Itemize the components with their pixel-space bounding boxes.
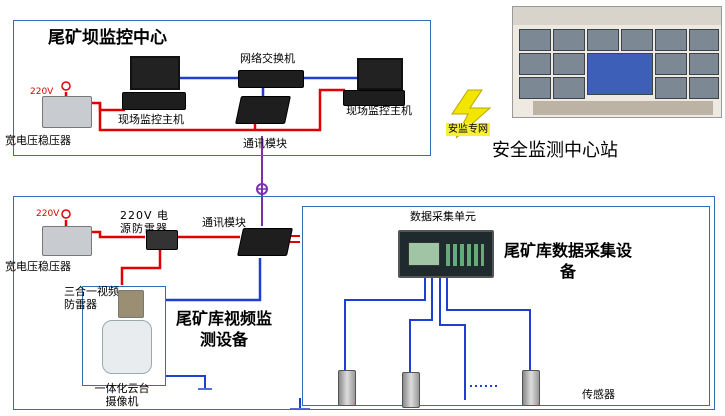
top-stabilizer-label: 宽电压稳压器 [5,134,71,147]
surge-protector [146,230,178,250]
monitoring-center-photo [512,6,722,118]
control-center-panel [13,20,431,156]
acquisition-panel [302,206,710,406]
right-host-label: 现场监控主机 [346,104,412,117]
left-host-pc [122,92,186,110]
control-center-title: 尾矿坝监控中心 [48,28,167,48]
safety-center-title: 安全监测中心站 [492,140,618,161]
right-monitor [357,58,403,90]
sensor-label: 传感器 [582,388,615,401]
right-host-pc [343,90,405,106]
acquisition-title: 尾矿库数据采集设备 [503,241,632,281]
bottom-stabilizer-label: 宽电压稳压器 [5,260,71,273]
bottom-voltage-stabilizer [42,226,92,256]
left-host-label: 现场监控主机 [118,113,184,126]
sensor-2 [402,372,420,408]
sensor-1 [338,370,356,406]
data-acquisition-unit [398,230,494,278]
top-voltage-stabilizer [42,96,92,128]
acq-unit-label: 数据采集单元 [410,210,476,223]
sensor-3 [522,370,540,406]
network-switch [238,70,304,88]
video-lightning-label: 三合一视频防雷器 [64,285,119,311]
top-power-label: 220V [30,87,54,97]
field-panel [13,196,715,410]
video-monitoring-title: 尾矿库视频监测设备 [175,309,272,349]
video-lightning-protector [118,290,144,318]
ptz-camera [102,320,152,374]
bottom-comm-module [237,228,293,256]
bottom-comm-label: 通讯模块 [202,216,246,229]
switch-label: 网络交换机 [240,52,295,65]
top-comm-label: 通讯模块 [243,137,287,150]
camera-label: 一体化云台摄像机 [94,382,150,408]
dedicated-network-badge: 安监专网 [446,123,490,136]
camera-frame [82,286,166,386]
left-monitor [130,56,180,90]
top-comm-module [235,96,291,124]
bottom-power-label: 220V [36,209,60,219]
